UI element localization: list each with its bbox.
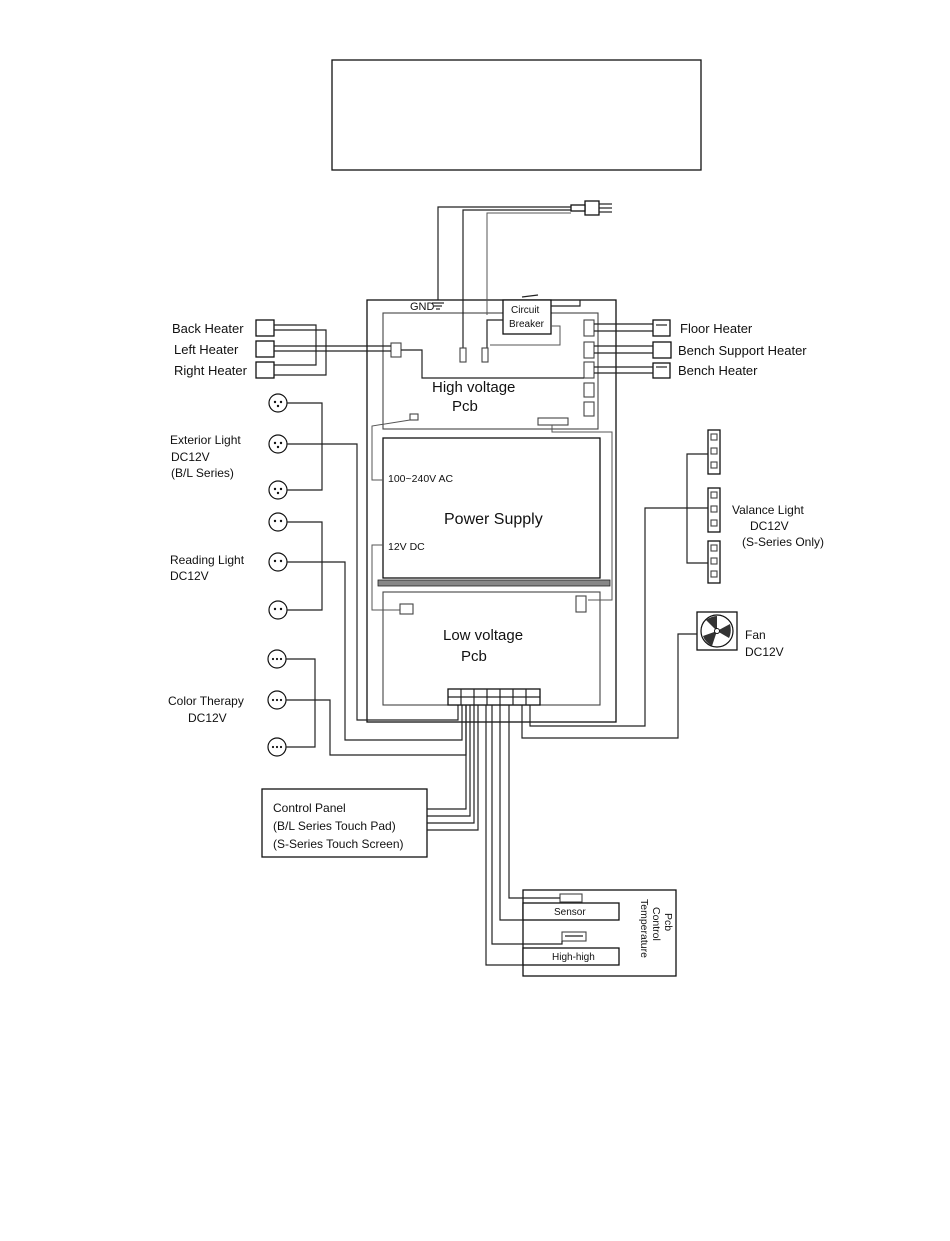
high-voltage-label-2: Pcb: [452, 398, 478, 415]
bench-support-heater-label: Bench Support Heater: [678, 343, 807, 358]
control-panel-label-2: (B/L Series Touch Pad): [273, 819, 396, 833]
circuit-breaker: [502, 299, 552, 335]
circuit-breaker-label-1: Circuit: [511, 305, 540, 316]
low-voltage-pcb: [382, 591, 601, 706]
left-heater-label: Left Heater: [174, 342, 239, 357]
valance-light-label-3: (S-Series Only): [742, 535, 824, 549]
valance-light-label-2: DC12V: [750, 519, 789, 533]
left-heater-block: [255, 340, 275, 358]
hv-connectors-right: [583, 319, 595, 417]
reading-light-lamps: [268, 512, 288, 620]
color-therapy-lamps: [267, 649, 287, 757]
right-heater-label: Right Heater: [174, 363, 248, 378]
exterior-light-label-1: Exterior Light: [170, 433, 241, 447]
control-panel-label-3: (S-Series Touch Screen): [273, 837, 404, 851]
bench-heater-block: [652, 362, 671, 379]
bench-heater-label: Bench Heater: [678, 363, 758, 378]
fan-label-2: DC12V: [745, 645, 784, 659]
sensor-label: Sensor: [554, 907, 586, 918]
power-supply: [382, 437, 601, 579]
high-voltage-pcb: [382, 312, 599, 430]
color-therapy-label-2: DC12V: [188, 711, 227, 725]
power-plug: [570, 200, 612, 216]
reading-light-label-1: Reading Light: [170, 553, 245, 567]
sensor-box: [522, 902, 620, 921]
temp-pcb-label-2: Control: [650, 907, 662, 941]
temp-pcb-label-1: Temperature: [638, 899, 650, 958]
ac-input-label: 100~240V AC: [388, 473, 454, 485]
exterior-light-label-3: (B/L Series): [171, 466, 234, 480]
power-supply-heatsink: [377, 579, 611, 587]
reading-light-label-2: DC12V: [170, 569, 209, 583]
fan-label-1: Fan: [745, 628, 766, 642]
right-heater-block: [255, 361, 275, 379]
bench-support-heater-block: [652, 341, 672, 359]
control-panel-label-1: Control Panel: [273, 801, 346, 815]
back-heater-label: Back Heater: [172, 321, 244, 336]
temp-pcb-label-3: Pcb: [662, 913, 674, 931]
title-box: [331, 59, 702, 171]
valance-light-label-1: Valance Light: [732, 503, 804, 517]
valance-light-strips: [707, 429, 721, 584]
low-voltage-label-1: Low voltage: [443, 627, 523, 644]
back-heater-block: [255, 319, 275, 337]
high-high-box: [522, 947, 620, 966]
gnd-label: GND: [410, 301, 435, 313]
high-high-label: High-high: [552, 952, 595, 963]
dc-output-label: 12V DC: [388, 541, 425, 553]
low-voltage-label-2: Pcb: [461, 648, 487, 665]
control-panel-box: [261, 788, 428, 858]
floor-heater-label: Floor Heater: [680, 321, 753, 336]
color-therapy-label-1: Color Therapy: [168, 694, 244, 708]
fan-symbol: [696, 611, 738, 651]
exterior-light-label-2: DC12V: [171, 450, 210, 464]
power-supply-label: Power Supply: [444, 511, 543, 528]
lv-terminal-strip: [447, 688, 541, 706]
high-voltage-label-1: High voltage: [432, 379, 515, 396]
floor-heater-block: [652, 319, 671, 337]
circuit-breaker-label-2: Breaker: [509, 319, 545, 330]
exterior-light-lamps: [268, 393, 288, 500]
